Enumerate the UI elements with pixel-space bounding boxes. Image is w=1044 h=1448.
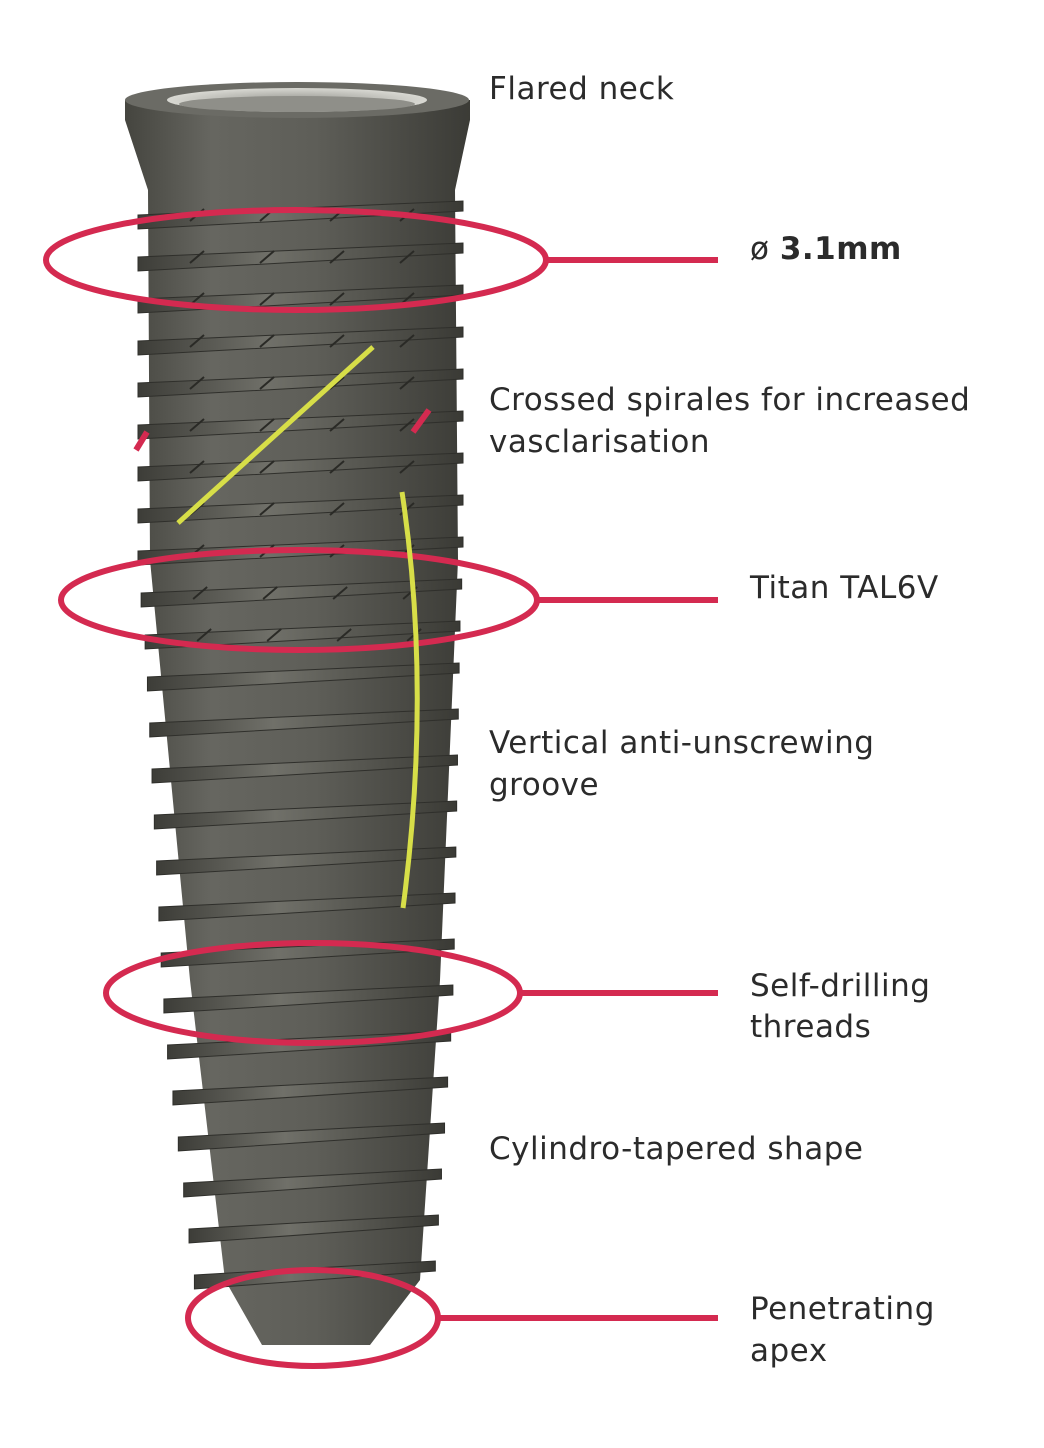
thread-1 [137, 242, 464, 272]
spiral-mark [332, 586, 348, 600]
spiral-mark [259, 460, 275, 474]
diameter-value: 3.1mm [779, 231, 902, 267]
label-shape: Cylindro-tapered shape [489, 1131, 864, 1167]
spiral-mark [336, 628, 352, 642]
label-crossed-spirales-line1: Crossed spirales for increased [489, 382, 971, 418]
spiral-mark [259, 250, 275, 264]
spiral-mark [399, 502, 415, 516]
spiral-mark [259, 334, 275, 348]
thread-10 [144, 620, 461, 650]
thread-16 [158, 892, 456, 922]
thread-18 [163, 984, 454, 1014]
thread-23 [188, 1214, 439, 1244]
guide-lines [176, 345, 420, 909]
label-groove-line1: Vertical anti-unscrewing [489, 725, 875, 761]
label-material: Titan TAL6V [750, 570, 939, 606]
thread-11 [146, 662, 460, 692]
label-flared-neck: Flared neck [489, 71, 675, 107]
spiral-mark [266, 628, 282, 642]
spiral-mark [329, 418, 345, 432]
spiral-mark [259, 376, 275, 390]
spiral-mark [259, 292, 275, 306]
spiral-mark [189, 460, 205, 474]
thread-21 [177, 1122, 446, 1152]
spiral-mark [399, 250, 415, 264]
thread-5 [137, 410, 464, 440]
thread-24 [193, 1260, 436, 1290]
label-threads-line2: threads [750, 1009, 872, 1045]
thread-22 [183, 1168, 442, 1198]
spiral-mark [399, 334, 415, 348]
spiral-mark [329, 334, 345, 348]
thread-9 [140, 578, 463, 608]
thread-13 [151, 754, 458, 784]
thread-7 [137, 494, 464, 524]
spiral-mark [329, 502, 345, 516]
spiral-mark [196, 628, 212, 642]
label-threads-line1: Self-drilling [750, 968, 931, 1004]
spiral-mark [329, 292, 345, 306]
thread-4 [137, 368, 464, 398]
spiral-mark [189, 334, 205, 348]
label-groove-line2: groove [489, 767, 600, 803]
spiral-mark [259, 418, 275, 432]
groove-guide-line [399, 491, 420, 909]
spiral-mark [259, 502, 275, 516]
spiral-mark [399, 418, 415, 432]
callouts [43, 207, 718, 1369]
spiral-mark [399, 460, 415, 474]
callout-tick-left [133, 430, 150, 452]
spiral-guide-line [176, 345, 375, 525]
spiral-mark [329, 250, 345, 264]
label-crossed-spirales-line2: vasclarisation [489, 424, 711, 460]
spiral-mark [399, 376, 415, 390]
label-apex-line2: apex [750, 1333, 828, 1369]
spiral-mark [189, 376, 205, 390]
label-apex-line1: Penetrating [750, 1291, 935, 1327]
thread-14 [153, 800, 458, 830]
spiral-mark [262, 586, 278, 600]
spiral-mark [189, 418, 205, 432]
thread-20 [172, 1076, 449, 1106]
diameter-symbol: ø [750, 231, 770, 267]
spiral-mark [189, 250, 205, 264]
thread-12 [149, 708, 459, 738]
spiral-mark [192, 586, 208, 600]
callout-tick-right [410, 408, 432, 434]
thread-3 [137, 326, 464, 356]
label-diameter: ø 3.1mm [750, 228, 902, 270]
thread-15 [156, 846, 457, 876]
spiral-mark [329, 460, 345, 474]
thread-0 [137, 200, 464, 230]
thread-6 [137, 452, 464, 482]
